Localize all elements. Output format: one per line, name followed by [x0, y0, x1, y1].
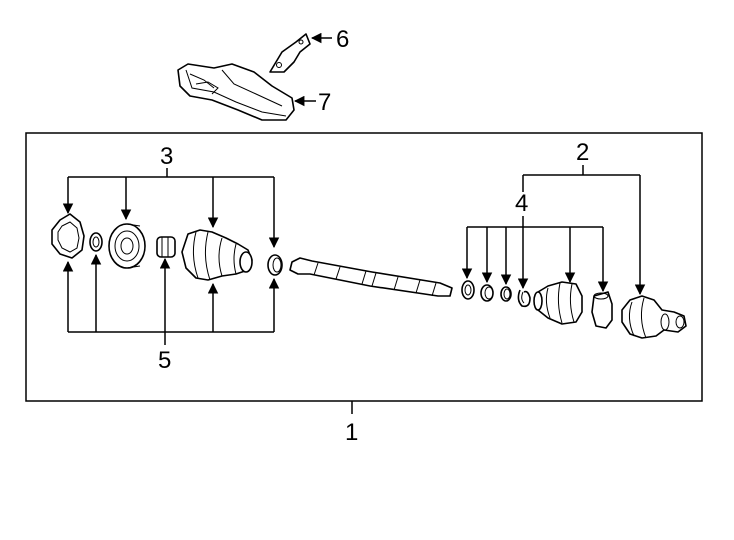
heat-shield-part: [177, 63, 295, 121]
callout-7: 7: [318, 89, 331, 116]
inner-ring-part: [267, 254, 283, 276]
outer-ring-1-part: [480, 284, 494, 302]
outer-washer-part: [461, 280, 475, 300]
callout-3-leaders: [62, 168, 280, 249]
bottom-left-leaders: [62, 253, 280, 333]
outer-snap-ring-part: [517, 289, 531, 308]
axle-shaft-part: [289, 257, 453, 297]
callout-2: 2: [576, 139, 589, 166]
assembly-box: [25, 132, 703, 402]
outer-ring-2-part: [500, 286, 512, 302]
inner-washer-part: [89, 232, 103, 252]
inner-gasket-part: [51, 213, 85, 259]
callout-5: 5: [158, 347, 171, 374]
outer-boot-part: [533, 281, 583, 325]
inner-boot-part: [181, 229, 253, 281]
callout-6: 6: [336, 26, 349, 53]
inner-bearing-part: [156, 236, 176, 258]
callout-2-leaders: [522, 165, 646, 296]
bracket-part: [269, 33, 311, 73]
inner-housing-part: [108, 223, 146, 269]
callout-4: 4: [515, 190, 528, 217]
callout-1: 1: [345, 419, 358, 446]
outer-clamp-part: [591, 291, 613, 329]
callout-4-leaders: [461, 216, 609, 293]
outer-cv-joint-part: [621, 295, 687, 339]
callout-3: 3: [160, 143, 173, 170]
